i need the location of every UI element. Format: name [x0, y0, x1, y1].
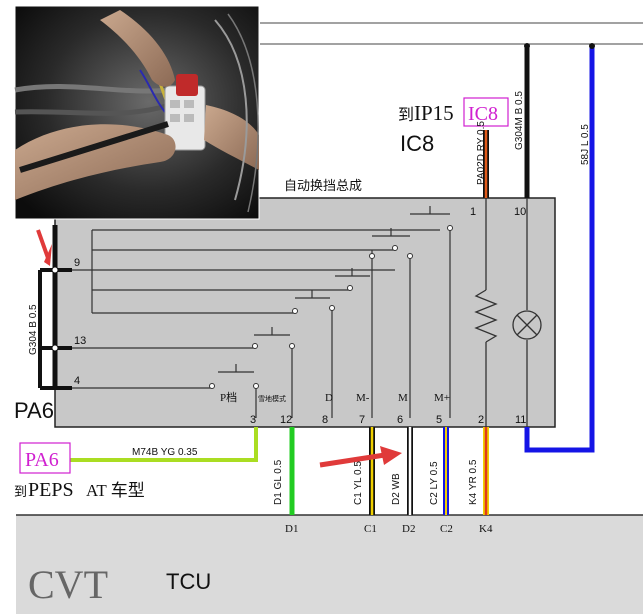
- red-arrow-left-icon: [36, 229, 52, 266]
- pa6-badge: PA6: [25, 449, 59, 471]
- tcu-pin-k4: K4: [479, 523, 493, 535]
- pin-3: 3: [250, 414, 256, 426]
- switch-label-d: D: [325, 392, 333, 404]
- wire-label-g304m: G304M B 0.5: [514, 91, 525, 150]
- switch-network: [72, 206, 451, 418]
- at-model-label: AT 车型: [86, 481, 145, 500]
- wire-label-g304b: G304 B 0.5: [28, 304, 39, 355]
- connector-pa6-label: PA6: [14, 398, 54, 423]
- connector-ip15-prefix: 到: [398, 106, 414, 124]
- connector-peps-prefix: 到: [14, 484, 27, 499]
- pin-9: 9: [74, 257, 80, 269]
- switch-contact-dots: [209, 225, 453, 389]
- module-title: 自动换挡总成: [284, 178, 362, 193]
- switch-label-m-plus: M+: [434, 392, 450, 404]
- wire-g304m: [524, 43, 530, 198]
- switch-label-snow-mode: 雪地模式: [258, 394, 286, 403]
- switch-label-m: M: [398, 392, 408, 404]
- tcu-pin-c1: C1: [364, 523, 377, 535]
- wire-label-d1: D1 GL 0.5: [273, 459, 284, 505]
- resistor-icon: [474, 198, 498, 427]
- wire-label-k4: K4 YR 0.5: [468, 459, 479, 505]
- pin-4: 4: [74, 375, 80, 387]
- cvt-label: CVT: [28, 562, 108, 607]
- pin-8: 8: [322, 414, 328, 426]
- connector-ip15-name: IP15: [414, 101, 454, 125]
- switch-label-p: P档: [220, 390, 237, 404]
- wire-label-d2: D2 WB: [391, 473, 402, 505]
- wire-label-c1: C1 YL 0.5: [353, 461, 364, 505]
- red-arrow-right-icon: [319, 446, 402, 468]
- pin-1: 1: [470, 206, 476, 218]
- pin-11: 11: [515, 414, 526, 426]
- ic8-badge-box: [463, 97, 509, 127]
- lamp-icon: [512, 198, 542, 427]
- wire-g304b-ground-bus: [38, 225, 72, 390]
- wire-label-m74b: M74B YG 0.35: [132, 447, 198, 458]
- tcu-block: [16, 514, 643, 614]
- tcu-pin-d1: D1: [285, 523, 298, 535]
- pin-10: 10: [514, 206, 526, 218]
- pa6-badge-box: [19, 442, 71, 474]
- tcu-pin-c2: C2: [440, 523, 453, 535]
- wire-label-c2: C2 LY 0.5: [429, 461, 440, 505]
- tcu-pin-d2: D2: [402, 523, 415, 535]
- pin-2: 2: [478, 414, 484, 426]
- pin-12: 12: [280, 414, 292, 426]
- connector-ic8-label: IC8: [400, 131, 434, 156]
- wire-label-58j: 58J L 0.5: [580, 124, 591, 165]
- connector-peps-name: PEPS: [28, 479, 74, 501]
- wire-58j: [524, 43, 595, 453]
- svg-text:到: 到: [398, 106, 414, 124]
- pin-6: 6: [397, 414, 403, 426]
- top-frame-lines: [260, 22, 643, 45]
- pin-7: 7: [359, 414, 365, 426]
- pin-13: 13: [74, 335, 86, 347]
- switch-label-m-minus: M-: [356, 392, 370, 404]
- wire-label-pa02d: PA02D RY 0.5: [476, 121, 487, 185]
- ic8-badge: IC8: [468, 103, 498, 125]
- wire-m74b: [70, 427, 258, 462]
- wiring-connector-photo: [14, 5, 260, 220]
- tcu-label: TCU: [166, 569, 211, 594]
- pin-5: 5: [436, 414, 442, 426]
